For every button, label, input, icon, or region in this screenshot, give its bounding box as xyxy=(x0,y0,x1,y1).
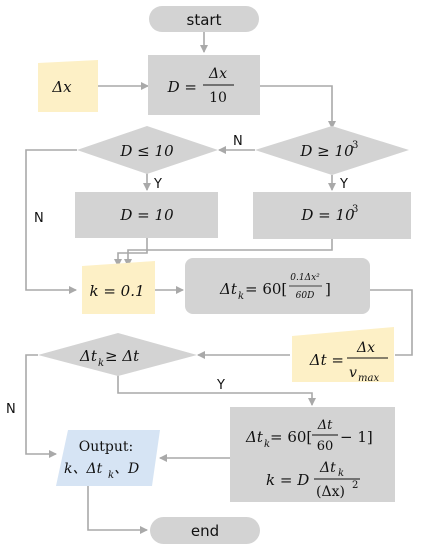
recompute-line2-lhs: k = D xyxy=(266,471,309,489)
recompute-line2-num-sub: k xyxy=(338,468,344,479)
edge-label-y-bottom: Y xyxy=(216,378,225,393)
output-line-sub: k xyxy=(108,470,114,481)
set-d-1000-label: D = 10 xyxy=(300,206,355,224)
compute-dtk-close: ] xyxy=(325,280,331,298)
end-label: end xyxy=(191,522,219,540)
recompute-box: Δt k = 60[ Δt 60 − 1] k = D Δt k (Δx) 2 xyxy=(230,407,395,502)
edge-label-n-top: N xyxy=(233,134,243,149)
recompute-line2-den-exp: 2 xyxy=(352,480,358,491)
edge-label-n-bottom: N xyxy=(6,402,16,417)
compute-dtk-lhs: Δt xyxy=(219,280,238,298)
decision-dtk-b: ≥ Δt xyxy=(105,347,140,365)
input-dt: Δt = Δx v max xyxy=(292,327,394,384)
compute-d-box: D = Δx 10 xyxy=(148,55,260,115)
compute-d-den: 10 xyxy=(209,90,227,106)
decision-d-ge-1000-exp: 3 xyxy=(352,140,358,151)
compute-d-num: Δx xyxy=(208,66,227,82)
compute-dtk-mid: = 60[ xyxy=(245,280,287,298)
decision-d-le-10: D ≤ 10 xyxy=(77,126,218,174)
recompute-line1-tail: − 1] xyxy=(340,428,373,446)
compute-dtk-num: 0.1Δx² xyxy=(290,273,320,283)
input-dt-lhs: Δt = xyxy=(309,351,344,369)
recompute-line2-num: Δt xyxy=(319,460,336,476)
edge-label-y-right: Y xyxy=(339,177,348,192)
compute-dtk-box: Δt k = 60[ 0.1Δx² 60D ] xyxy=(185,258,370,314)
set-d-1000-box: D = 10 3 xyxy=(253,192,411,239)
decision-d-ge-1000: D ≥ 10 3 xyxy=(255,126,409,175)
output-line-b: 、D xyxy=(114,461,139,477)
recompute-line1-mid: = 60[ xyxy=(270,428,312,446)
input-dt-num: Δx xyxy=(356,340,375,356)
edge-label-y-left: Y xyxy=(153,177,162,192)
input-k: k = 0.1 xyxy=(82,261,155,314)
recompute-line1-num: Δt xyxy=(317,418,333,433)
input-delta-x: Δx xyxy=(38,60,98,112)
output-title: Output: xyxy=(79,439,133,455)
recompute-line1-lhs: Δt xyxy=(245,428,264,446)
compute-dtk-den: 60D xyxy=(296,291,315,301)
end-node: end xyxy=(150,517,260,544)
set-d-1000-exp: 3 xyxy=(352,204,358,215)
decision-dtk-ge-dt: Δt k ≥ Δt xyxy=(38,333,197,376)
output-node: Output: k、Δt k 、D xyxy=(56,430,160,486)
decision-d-le-10-label: D ≤ 10 xyxy=(119,142,174,160)
recompute-line1-sub: k xyxy=(264,439,270,450)
decision-dtk-a: Δt xyxy=(79,347,98,365)
compute-dtk-sub: k xyxy=(238,291,244,302)
input-delta-x-label: Δx xyxy=(51,78,72,96)
output-line-a: k、Δt xyxy=(64,461,103,477)
compute-d-lhs: D = xyxy=(167,78,197,96)
set-d-10-label: D = 10 xyxy=(119,206,174,224)
start-node: start xyxy=(149,6,259,32)
recompute-line2-den: (Δx) xyxy=(316,484,345,500)
start-label: start xyxy=(187,11,222,29)
set-d-10-box: D = 10 xyxy=(75,192,218,238)
input-dt-den-sub: max xyxy=(358,373,379,384)
edge-label-n-left: N xyxy=(34,211,44,226)
recompute-line1-den: 60 xyxy=(317,439,334,454)
input-k-label: k = 0.1 xyxy=(89,282,144,300)
decision-dtk-sub: k xyxy=(98,358,104,369)
decision-d-ge-1000-label: D ≥ 10 xyxy=(299,142,354,160)
connectors xyxy=(25,32,413,534)
input-dt-den: v xyxy=(349,365,357,381)
